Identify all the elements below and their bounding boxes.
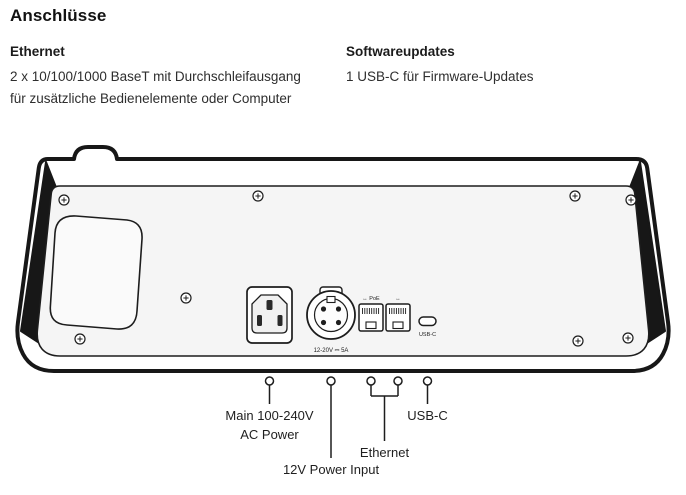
dc-power-connector: 12-20V ⎓ 5A: [306, 286, 356, 354]
spec-software-updates-line1: 1 USB-C für Firmware-Updates: [346, 69, 534, 84]
screw-icon: [252, 190, 264, 202]
spec-software-updates-heading: Softwareupdates: [346, 44, 455, 59]
spec-ethernet-line2: für zusätzliche Bedienelemente oder Comp…: [10, 91, 292, 106]
screw-icon: [572, 335, 584, 347]
callout-ac-power: Main 100-240V AC Power: [189, 406, 350, 444]
ac-power-inlet: [246, 286, 293, 344]
screw-icon: [58, 194, 70, 206]
callout-usbc: USB-C: [407, 408, 448, 423]
usbc-port: USB-C: [418, 316, 437, 338]
rear-panel: [36, 185, 650, 357]
screw-icon: [180, 292, 192, 304]
dc-rating-label: 12-20V ⎓ 5A: [314, 348, 349, 354]
callout-12v-power: 12V Power Input: [282, 462, 380, 477]
callout-ac-power-line2: AC Power: [240, 427, 299, 442]
screw-icon: [74, 333, 86, 345]
page-title: Anschlüsse: [10, 6, 107, 25]
spec-ethernet-line1: 2 x 10/100/1000 BaseT mit Durchschleifau…: [10, 69, 301, 84]
cable-recess: [49, 215, 143, 330]
callout-lines: [264, 376, 433, 458]
screw-icon: [622, 332, 634, 344]
spec-ethernet: Ethernet 2 x 10/100/1000 BaseT mit Durch…: [10, 44, 301, 110]
spec-software-updates: Softwareupdates 1 USB-C für Firmware-Upd…: [346, 44, 534, 88]
screw-icon: [569, 190, 581, 202]
callout-ethernet: Ethernet: [359, 445, 410, 460]
ethernet-left-marking: ↔ PoE: [362, 296, 380, 302]
ethernet-right-marking: ↔: [395, 296, 401, 302]
spec-ethernet-heading: Ethernet: [10, 44, 65, 59]
ethernet-ports: ↔ PoE ↔: [358, 296, 411, 332]
usbc-port-marking: USB-C: [419, 332, 436, 338]
callout-ac-power-line1: Main 100-240V: [225, 408, 314, 423]
screw-icon: [625, 194, 637, 206]
